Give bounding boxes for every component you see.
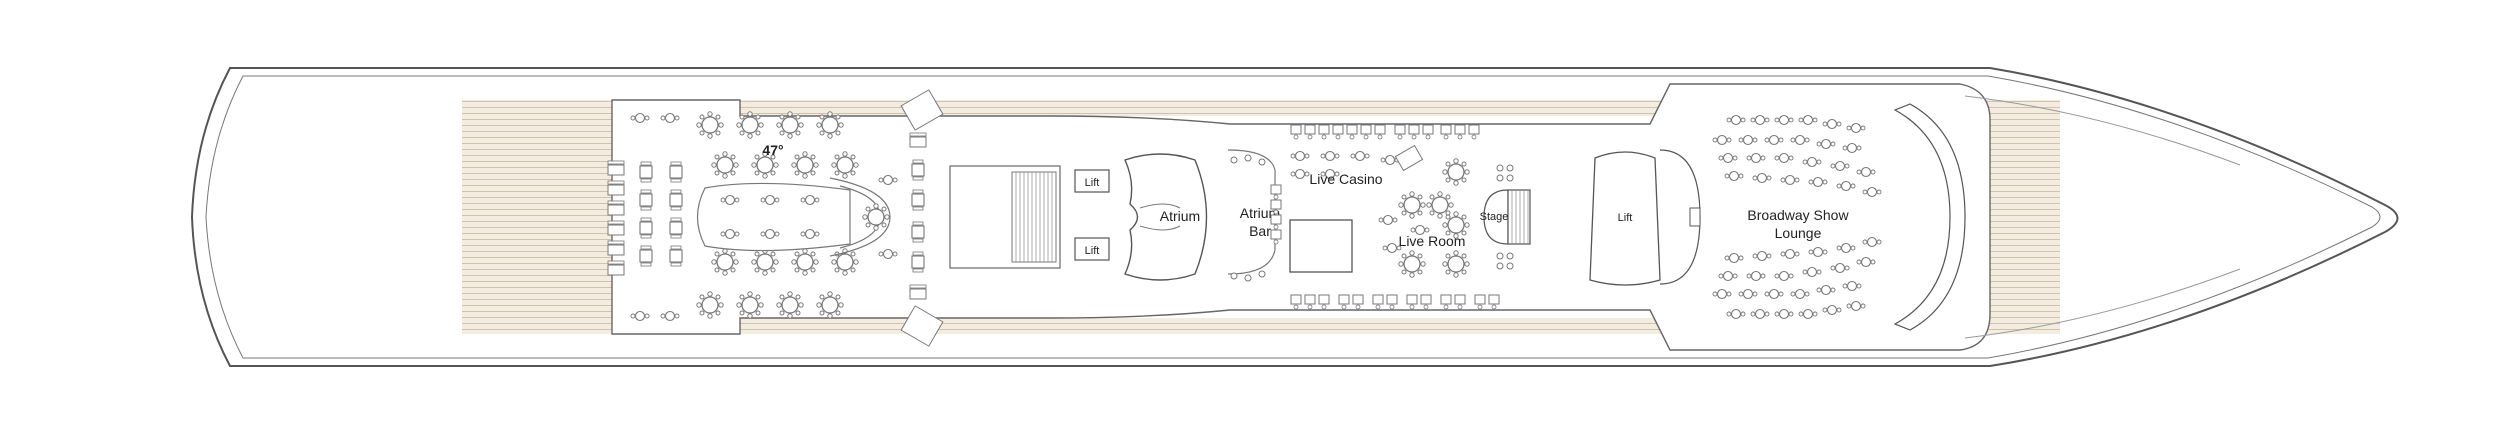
- stage: Stage: [1480, 164, 1531, 270]
- teak-deck-top: [612, 100, 1950, 116]
- lift-forward-label: Lift: [1618, 212, 1633, 224]
- atrium-stairs: [949, 165, 1061, 269]
- lift-lower: Lift: [1074, 237, 1110, 261]
- atrium-outline: [1124, 153, 1208, 281]
- live-casino: Live Casino: [1270, 124, 1480, 273]
- lounge-entry-door: [1689, 207, 1701, 227]
- atrium: Atrium: [1124, 153, 1208, 281]
- live-room: Live Room: [1290, 158, 1500, 310]
- atrium-bar: Atrium Bar: [1227, 149, 1280, 282]
- live-casino-label: Live Casino: [1309, 171, 1382, 187]
- stage-steps: [1507, 189, 1531, 245]
- atrium-bar-label-line1: Atrium: [1240, 205, 1280, 221]
- restaurant-47: 47°: [607, 89, 944, 347]
- teak-deck-bottom: [612, 318, 1950, 334]
- teak-deck-aft: [462, 100, 612, 334]
- lift-upper: Lift: [1074, 169, 1110, 193]
- atrium-label: Atrium: [1160, 208, 1200, 224]
- restaurant-corner-booths: [900, 89, 944, 347]
- lounge-stage-platform: [1893, 103, 1966, 331]
- casino-cage: [1289, 219, 1353, 273]
- broadway-label-line2: Lounge: [1775, 225, 1822, 241]
- restaurant-name-label: 47°: [762, 142, 783, 158]
- broadway-label-line1: Broadway Show: [1747, 207, 1849, 223]
- restaurant-center-island: [696, 182, 851, 252]
- hull-outline: [190, 67, 2399, 367]
- bow-deck-lines: [1964, 95, 2241, 339]
- hull-inner-line: [205, 75, 2381, 359]
- lift-forward: Lift: [1589, 151, 1661, 286]
- casino-gaming-tables: [1290, 144, 1424, 180]
- lift-lower-label: Lift: [1085, 245, 1100, 257]
- live-room-label: Live Room: [1399, 233, 1466, 249]
- lift-upper-label: Lift: [1085, 177, 1100, 189]
- atrium-bar-label-line2: Bar: [1249, 223, 1271, 239]
- stage-label: Stage: [1480, 211, 1509, 223]
- casino-slot-column-left: [1270, 184, 1282, 245]
- broadway-show-lounge: Broadway Show Lounge: [1712, 103, 1966, 331]
